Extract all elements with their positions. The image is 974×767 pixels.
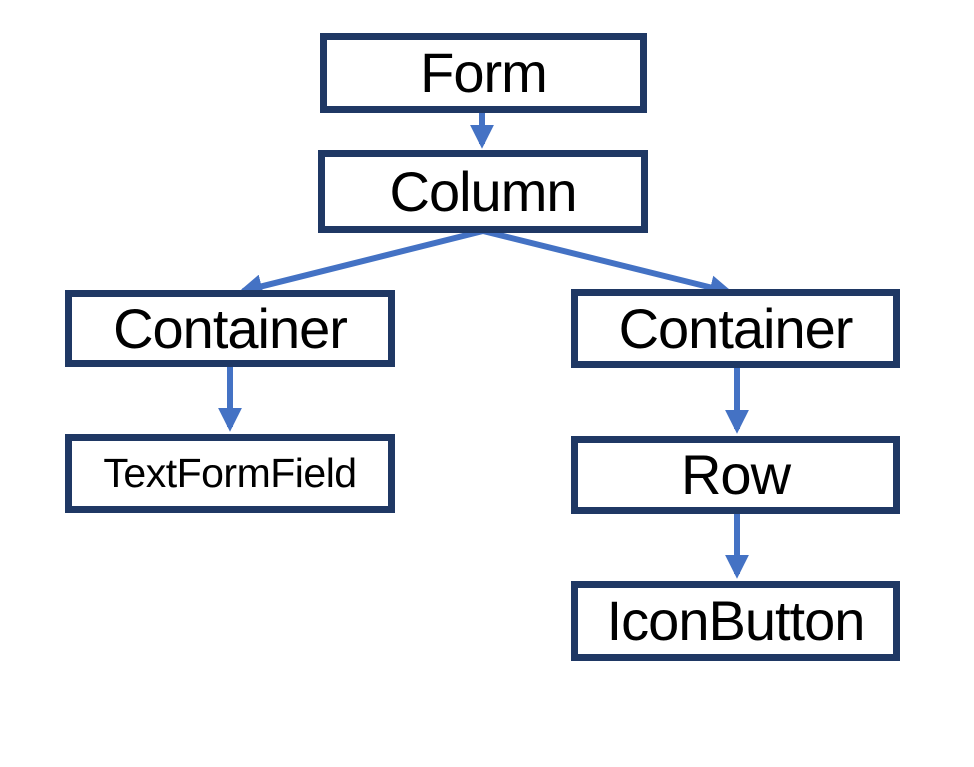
node-row-label: Row (680, 443, 791, 506)
node-form-label: Form (420, 41, 548, 104)
node-container-left: Container (65, 290, 395, 367)
edge-column-to-container-right-arrow (482, 228, 734, 300)
node-column: Column (318, 150, 648, 233)
node-textformfield: TextFormField (65, 434, 395, 513)
node-container-right-label: Container (618, 296, 854, 360)
node-textformfield-label: TextFormField (103, 450, 357, 496)
edge-column-to-container-left-arrow (238, 228, 484, 298)
node-form: Form (320, 33, 647, 113)
node-row: Row (571, 436, 900, 514)
node-container-left-label: Container (113, 296, 348, 360)
node-column-label: Column (389, 159, 578, 223)
node-iconbutton-label: IconButton (606, 589, 866, 652)
node-iconbutton: IconButton (571, 581, 900, 661)
node-container-right: Container (571, 289, 900, 368)
